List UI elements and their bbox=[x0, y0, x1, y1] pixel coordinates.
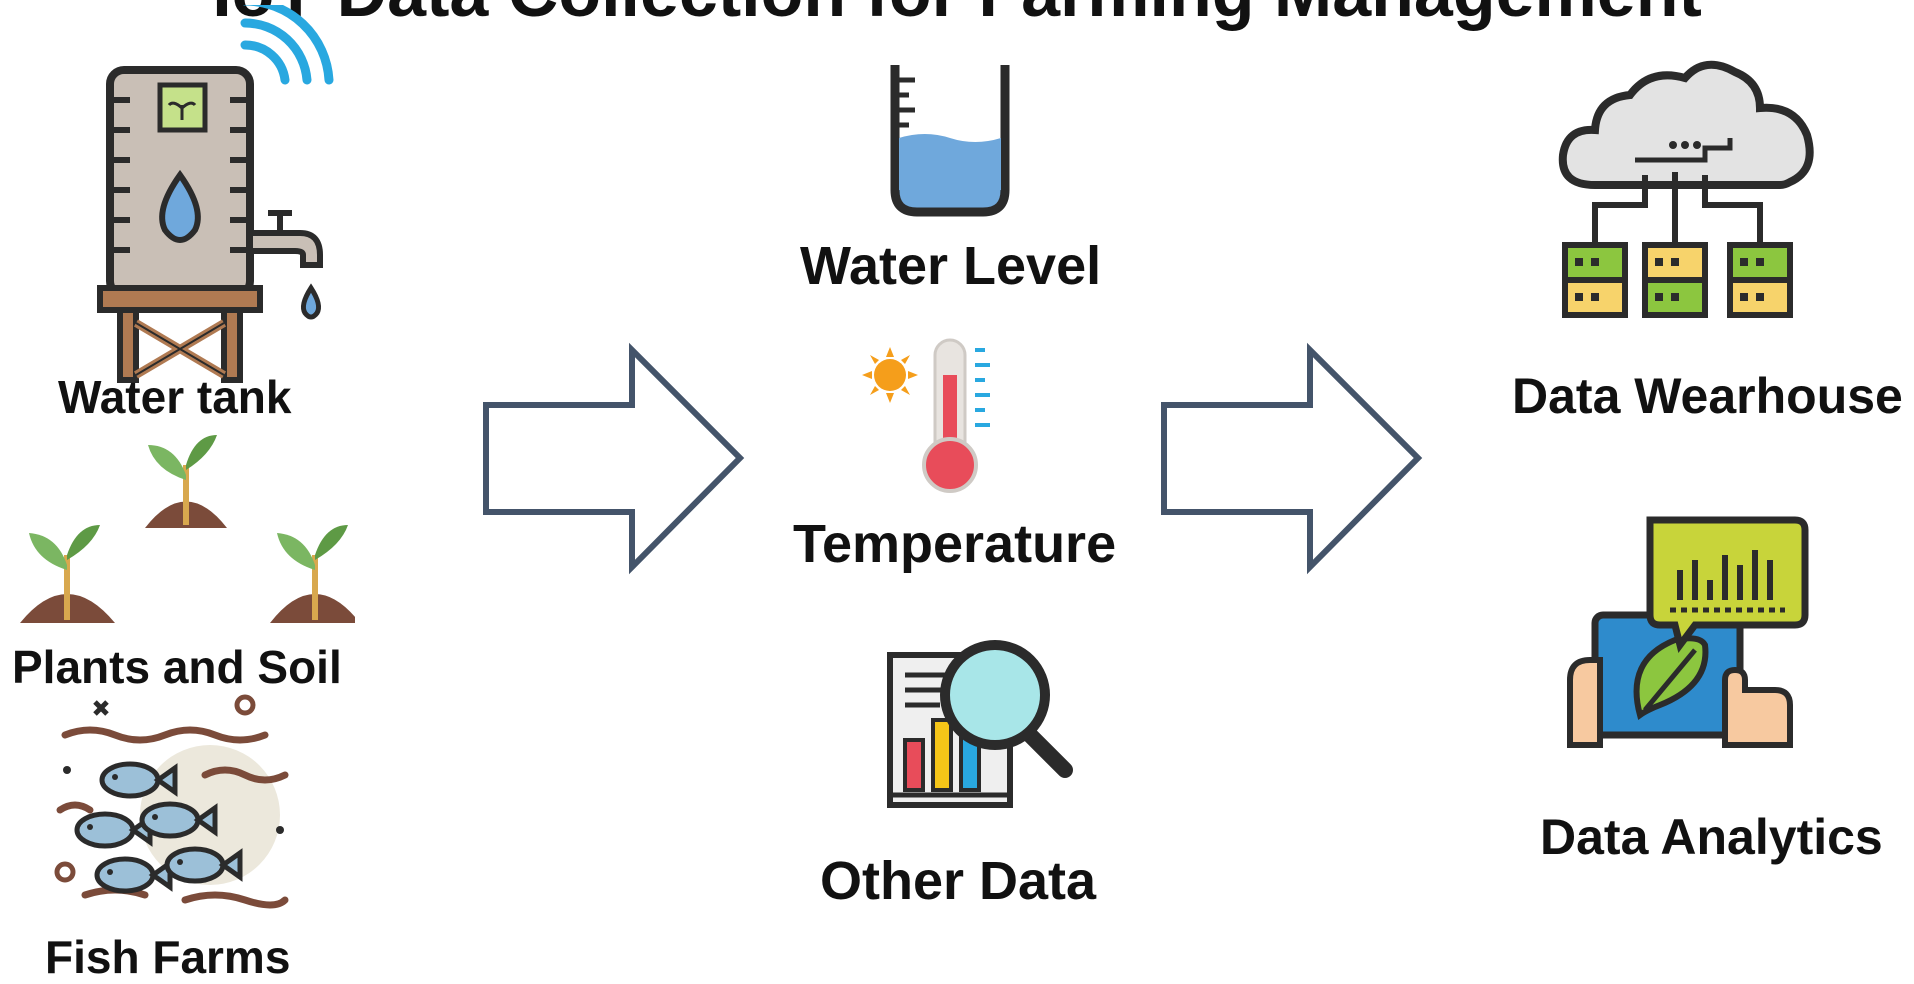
diagram-title: IoT Data Collection for Farming Manageme… bbox=[0, 0, 1914, 32]
thermometer-icon bbox=[860, 335, 1010, 500]
label-water-level: Water Level bbox=[800, 236, 1102, 296]
sprout-right bbox=[270, 525, 355, 623]
label-water-tank: Water tank bbox=[58, 371, 292, 423]
sprout-top bbox=[145, 435, 227, 528]
cloud-servers-icon bbox=[1555, 60, 1820, 335]
label-data-warehouse: Data Wearhouse bbox=[1512, 368, 1903, 424]
label-data-analytics: Data Analytics bbox=[1540, 809, 1883, 865]
water-tank-icon bbox=[95, 5, 345, 390]
fish-farm-icon bbox=[45, 690, 295, 930]
beaker-icon bbox=[885, 50, 1025, 220]
data-analytics-icon bbox=[1565, 510, 1815, 750]
label-plants-soil: Plants and Soil bbox=[12, 641, 342, 693]
label-other-data: Other Data bbox=[820, 851, 1097, 911]
label-temperature: Temperature bbox=[793, 514, 1117, 574]
plants-soil-icon bbox=[15, 425, 355, 630]
flow-arrow-1 bbox=[480, 340, 750, 580]
data-report-icon bbox=[885, 630, 1075, 815]
label-fish-farms: Fish Farms bbox=[45, 931, 291, 983]
flow-arrow-2 bbox=[1158, 340, 1428, 580]
sprout-left bbox=[20, 525, 115, 623]
